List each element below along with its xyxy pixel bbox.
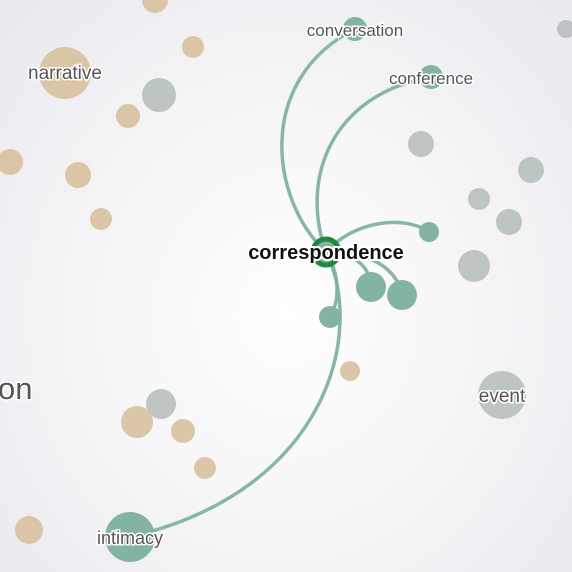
- node-tan-e[interactable]: [90, 208, 112, 230]
- node-label-narrative[interactable]: narrative: [27, 62, 104, 86]
- edge-conference: [315, 75, 433, 254]
- node-conference[interactable]: [419, 65, 443, 89]
- node-intimacy[interactable]: [105, 512, 155, 562]
- node-label-conversation[interactable]: conversation: [305, 20, 404, 42]
- focus-node-label[interactable]: correspondence: [246, 240, 406, 266]
- labels-layer: conversation conference narrative intima…: [0, 20, 527, 550]
- node-tan-c[interactable]: [0, 149, 23, 175]
- node-gray-g[interactable]: [146, 389, 176, 419]
- node-tan-b[interactable]: [116, 104, 140, 128]
- node-gray-c[interactable]: [518, 157, 544, 183]
- node-gray-b[interactable]: [408, 131, 434, 157]
- node-gray-edge-right[interactable]: [557, 20, 572, 38]
- node-gray-f[interactable]: [458, 250, 490, 282]
- edge-intimacy: [128, 250, 342, 539]
- node-tan-i[interactable]: [194, 457, 216, 479]
- node-label-partial[interactable]: on: [0, 370, 34, 408]
- node-connected-b[interactable]: [387, 280, 417, 310]
- node-tan-a[interactable]: [182, 36, 204, 58]
- node-tan-g[interactable]: [121, 406, 153, 438]
- node-connected-c[interactable]: [319, 306, 341, 328]
- node-tan-j[interactable]: [15, 516, 43, 544]
- node-gray-d[interactable]: [468, 188, 490, 210]
- node-tan-f[interactable]: [340, 361, 360, 381]
- node-top-tan[interactable]: [142, 0, 168, 13]
- node-gray-e[interactable]: [496, 209, 522, 235]
- node-label-event[interactable]: event: [477, 385, 527, 409]
- node-label-conference[interactable]: conference: [387, 68, 474, 90]
- focus-node[interactable]: [310, 236, 342, 268]
- node-connected-right[interactable]: [419, 222, 439, 242]
- edges-layer: [128, 27, 433, 539]
- node-event[interactable]: [478, 371, 526, 419]
- node-narrative[interactable]: [39, 47, 91, 99]
- node-label-intimacy[interactable]: intimacy: [95, 527, 164, 550]
- node-tan-h[interactable]: [171, 419, 195, 443]
- node-tan-d[interactable]: [65, 162, 91, 188]
- node-conversation[interactable]: [343, 17, 367, 41]
- edge-conversation: [280, 27, 357, 254]
- node-connected-a[interactable]: [356, 272, 386, 302]
- node-gray-a[interactable]: [142, 78, 176, 112]
